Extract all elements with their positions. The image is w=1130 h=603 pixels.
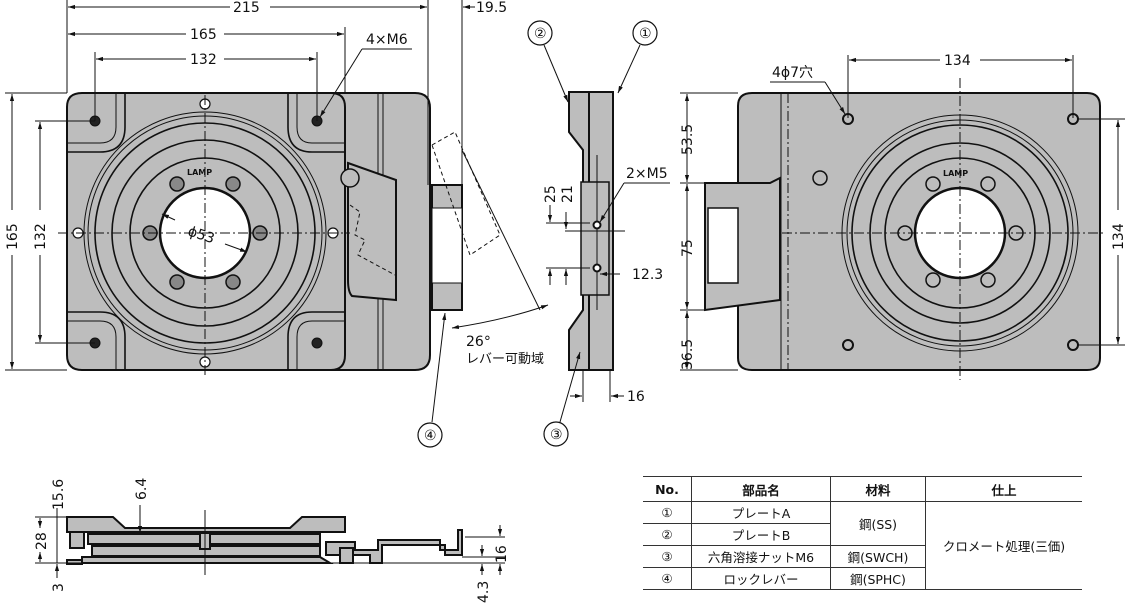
dim-16: 16 bbox=[627, 389, 645, 405]
dim-19-5: 19.5 bbox=[476, 0, 507, 16]
note-4xm6: 4×M6 bbox=[366, 32, 408, 48]
dim-165-h: 165 bbox=[190, 27, 217, 43]
dim-132-v: 132 bbox=[33, 223, 49, 250]
dim-4-3: 4.3 bbox=[476, 581, 492, 603]
dim-28: 28 bbox=[34, 532, 50, 550]
svg-text:①: ① bbox=[639, 26, 652, 42]
side-view: 25 21 2×M5 12.3 16 ② ① ③ bbox=[527, 20, 670, 447]
col-finish: 仕上 bbox=[925, 476, 1082, 502]
callout-3 bbox=[543, 421, 569, 447]
callout-4 bbox=[417, 422, 443, 448]
dim-16-section: 16 bbox=[494, 545, 510, 563]
note-lever-range: レバー可動域 bbox=[466, 352, 544, 367]
dim-75: 75 bbox=[680, 239, 696, 257]
dim-3: 3 bbox=[51, 583, 67, 592]
dim-12-3: 12.3 bbox=[632, 267, 663, 283]
svg-text:④: ④ bbox=[424, 428, 437, 444]
lock-lever bbox=[347, 161, 397, 302]
table-row: ① プレートA 鋼(SS) クロメート処理(三価) bbox=[643, 501, 1082, 590]
dim-134-v: 134 bbox=[1111, 223, 1127, 250]
dim-134-h: 134 bbox=[944, 53, 971, 69]
dim-15-6: 15.6 bbox=[51, 479, 67, 510]
dim-21: 21 bbox=[560, 185, 576, 203]
dim-36-5: 36.5 bbox=[680, 339, 696, 370]
note-2xm5: 2×M5 bbox=[626, 166, 668, 182]
note-4phi7: 4ϕ7穴 bbox=[772, 65, 813, 81]
svg-text:③: ③ bbox=[550, 427, 563, 443]
parts-table: No. 部品名 材料 仕上 ① プレートA 鋼(SS) クロメート処理(三価) … bbox=[643, 476, 1082, 590]
table-row: ③ 六角溶接ナットM6 鋼(SWCH) bbox=[643, 545, 1082, 568]
dim-132-h: 132 bbox=[190, 52, 217, 68]
callout-2 bbox=[527, 20, 553, 46]
dim-bore-53: ϕ53 bbox=[186, 224, 217, 248]
section-top-plate bbox=[66, 516, 346, 533]
col-material: 材料 bbox=[830, 476, 926, 502]
logo-text: LAMP bbox=[187, 168, 212, 177]
callout-1 bbox=[632, 20, 658, 46]
dim-26-deg: 26° bbox=[466, 334, 491, 350]
dim-165-v: 165 bbox=[5, 223, 21, 250]
table-row: ② プレートB bbox=[643, 523, 1082, 546]
dim-215: 215 bbox=[233, 0, 260, 16]
col-no: No. bbox=[643, 476, 692, 502]
dim-53-5: 53.5 bbox=[680, 124, 696, 155]
front-view: LAMP 215 19.5 165 132 4×M6 bbox=[5, 0, 549, 448]
col-part-name: 部品名 bbox=[691, 476, 831, 502]
rear-logo-text: LAMP bbox=[943, 169, 968, 178]
dim-25: 25 bbox=[543, 185, 559, 203]
table-header-row: No. 部品名 材料 仕上 bbox=[643, 476, 1082, 502]
section-view: 28 15.6 3 6.4 16 4.3 bbox=[34, 478, 510, 603]
svg-text:②: ② bbox=[534, 26, 547, 42]
rear-view: LAMP 134 4ϕ7穴 134 53.5 75 36.5 bbox=[680, 53, 1127, 380]
table-row: ④ ロックレバー 鋼(SPHC) bbox=[643, 567, 1082, 590]
dim-6-4: 6.4 bbox=[134, 478, 150, 500]
